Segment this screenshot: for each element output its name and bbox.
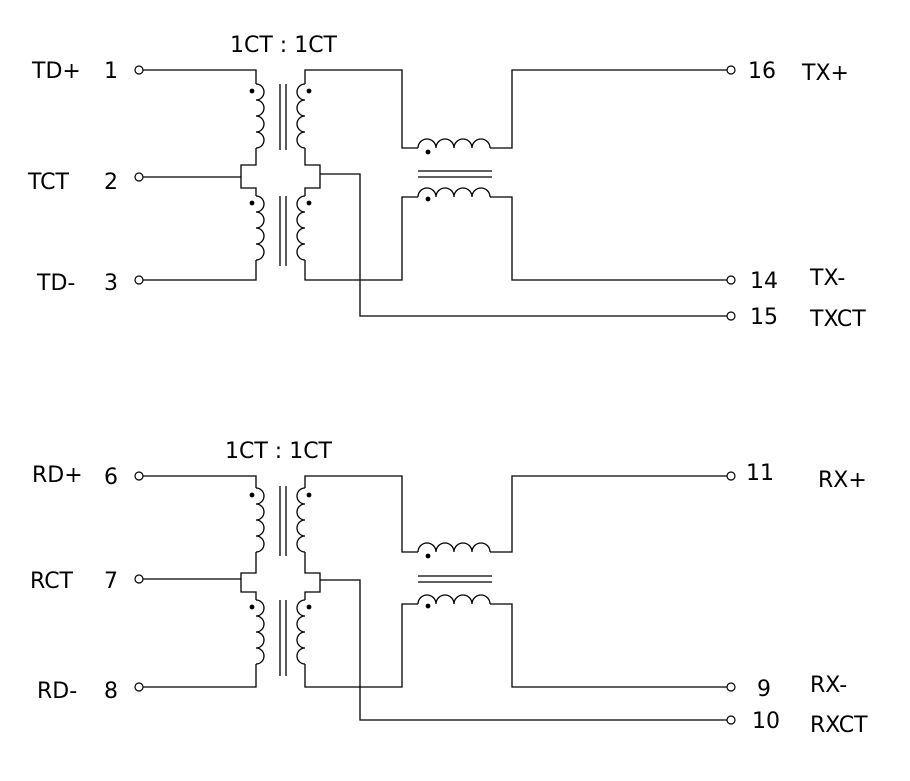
pin-1-number: 1: [104, 59, 118, 84]
rxct-label: RXCT: [810, 713, 868, 738]
pin-3-number: 3: [104, 271, 118, 296]
td-minus-label: TD-: [36, 271, 75, 296]
tx-minus-label: TX-: [809, 266, 845, 291]
tx-turns-ratio-label: 1CT : 1CT: [230, 33, 338, 58]
tx-common-mode-choke: [417, 69, 727, 281]
pin-9-terminal: [726, 682, 736, 692]
pin-16-terminal: [726, 65, 736, 75]
pin-15-number: 15: [750, 305, 778, 330]
rx-plus-label: RX+: [818, 468, 867, 493]
td-plus-label: TD+: [31, 59, 81, 84]
pin-15-terminal: [726, 311, 736, 321]
tx-transformer: [143, 69, 727, 317]
rd-plus-label: RD+: [32, 463, 83, 488]
pin-8-terminal: [134, 682, 144, 692]
rct-label: RCT: [30, 569, 74, 594]
tx-circuit: 1CT : 1CT TD+ 1 TCT 2 TD- 3 16 TX+ 14 TX…: [27, 33, 866, 332]
pin-11-number: 11: [746, 461, 774, 486]
pin-2-number: 2: [104, 170, 118, 195]
pin-9-number: 9: [757, 677, 771, 702]
pin-10-terminal: [726, 715, 736, 725]
rx-transformer: [143, 475, 727, 721]
pin-7-terminal: [134, 574, 144, 584]
rx-turns-ratio-label: 1CT : 1CT: [225, 439, 333, 464]
rx-circuit: 1CT : 1CT RD+ 6 RCT 7 RD- 8 11 RX+ 9 RX-…: [30, 439, 868, 738]
pin-14-number: 14: [750, 269, 778, 294]
rx-common-mode-choke: [417, 475, 727, 688]
txct-label: TXCT: [809, 307, 866, 332]
rx-minus-label: RX-: [810, 673, 847, 698]
tct-label: TCT: [27, 170, 70, 195]
pin-3-terminal: [134, 275, 144, 285]
pin-6-terminal: [134, 471, 144, 481]
pin-6-number: 6: [104, 465, 118, 490]
pin-1-terminal: [134, 65, 144, 75]
pin-7-number: 7: [104, 569, 118, 594]
pin-16-number: 16: [748, 59, 776, 84]
pin-2-terminal: [134, 172, 144, 182]
pin-14-terminal: [726, 275, 736, 285]
rd-minus-label: RD-: [37, 679, 77, 704]
pin-8-number: 8: [104, 679, 118, 704]
pin-11-terminal: [726, 471, 736, 481]
pin-10-number: 10: [752, 709, 780, 734]
tx-plus-label: TX+: [801, 61, 849, 86]
